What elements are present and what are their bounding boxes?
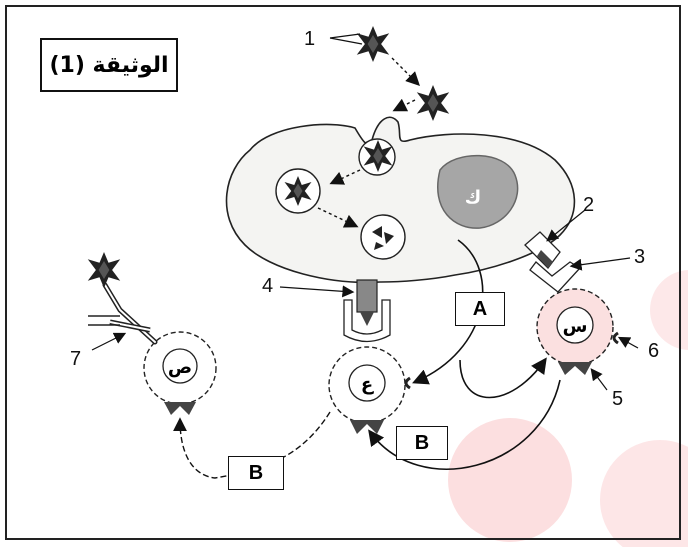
vesicle (360, 214, 406, 260)
antigen-fragments (372, 226, 394, 250)
receptor-ain-side (404, 376, 411, 390)
antigen-icon (87, 252, 121, 288)
receptor-ain (350, 420, 384, 434)
label-1: 1 (304, 28, 316, 50)
antigen-icon (416, 85, 450, 121)
box-b-left: B (228, 456, 284, 490)
cell-letter-sin: س (562, 315, 588, 337)
label-3: 3 (634, 246, 646, 268)
document-title: الوثيقة (1) (40, 38, 178, 92)
box-a: A (455, 292, 505, 326)
watermark-circle (448, 418, 572, 542)
receptor-4 (343, 299, 391, 343)
label-6: 6 (648, 340, 660, 362)
receptor-2 (524, 231, 561, 269)
receptor-5 (558, 362, 592, 375)
cell-letter-ain: ع (360, 373, 374, 395)
watermark-circle (600, 440, 688, 547)
label-7: 7 (70, 348, 82, 370)
mhc-complex-4 (356, 279, 378, 313)
label-2: 2 (583, 194, 595, 216)
label-5: 5 (612, 388, 624, 410)
receptor-sad (164, 402, 196, 415)
cell-letter-kaf: ك (464, 186, 482, 208)
diagram-frame (5, 5, 681, 540)
receptor-6 (612, 331, 619, 345)
box-b-right: B (396, 426, 448, 460)
cell-letter-sad: ص (167, 356, 193, 378)
label-4: 4 (262, 275, 274, 297)
watermark-circle (650, 270, 688, 350)
nucleus (437, 154, 519, 229)
